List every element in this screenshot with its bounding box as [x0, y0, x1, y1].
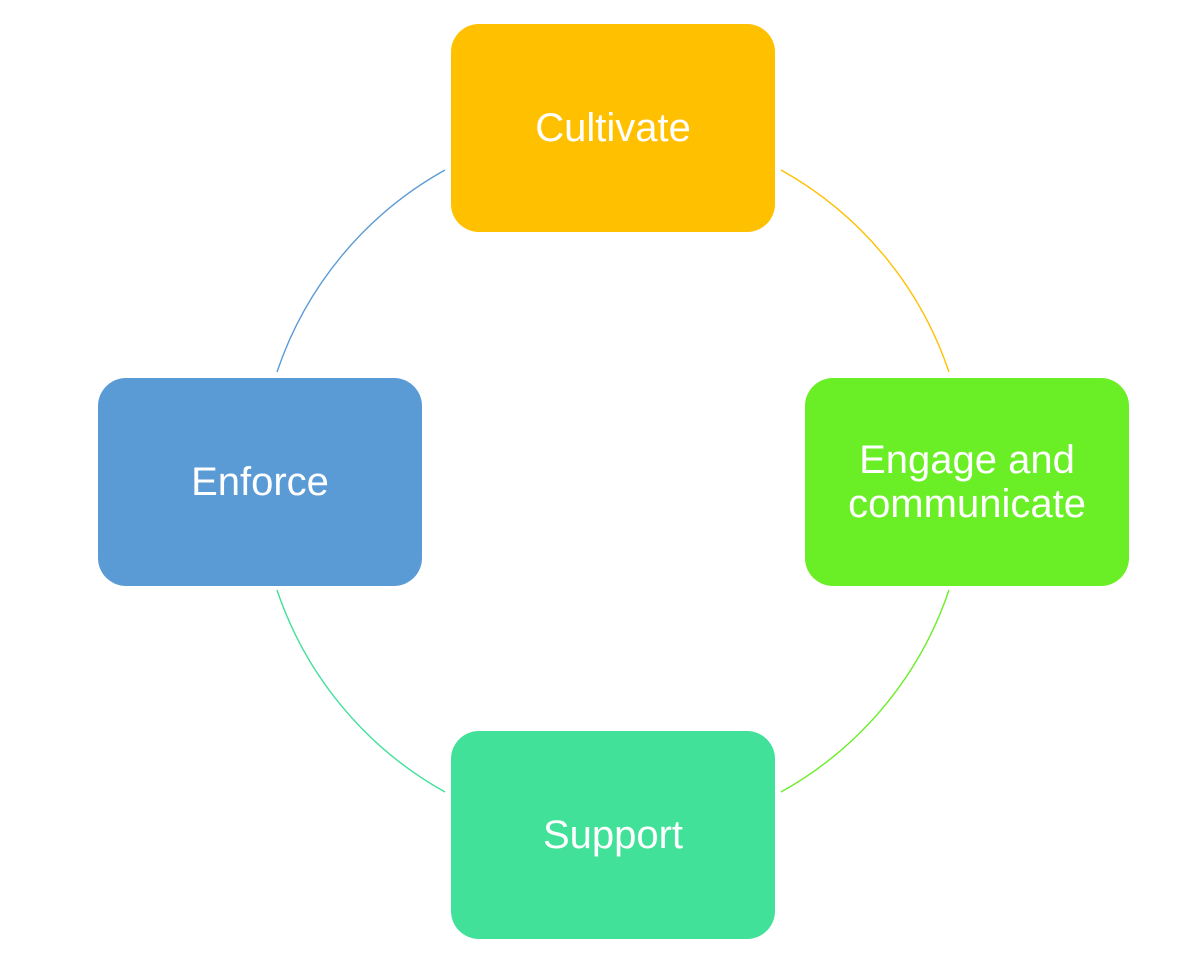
connector-engage-to-support [780, 589, 950, 793]
connector-support-to-enforce [276, 589, 446, 793]
node-enforce: Enforce [98, 378, 422, 586]
node-engage-and-communicate: Engage and communicate [805, 378, 1129, 586]
node-cultivate-label: Cultivate [535, 106, 691, 150]
node-cultivate: Cultivate [451, 24, 775, 232]
node-support-label: Support [542, 813, 684, 857]
node-engage-label: Engage and communicate [848, 438, 1086, 526]
node-enforce-label: Enforce [191, 460, 329, 504]
connector-cultivate-to-engage [780, 169, 950, 373]
connector-enforce-to-cultivate [276, 169, 446, 373]
node-support: Support [451, 731, 775, 939]
